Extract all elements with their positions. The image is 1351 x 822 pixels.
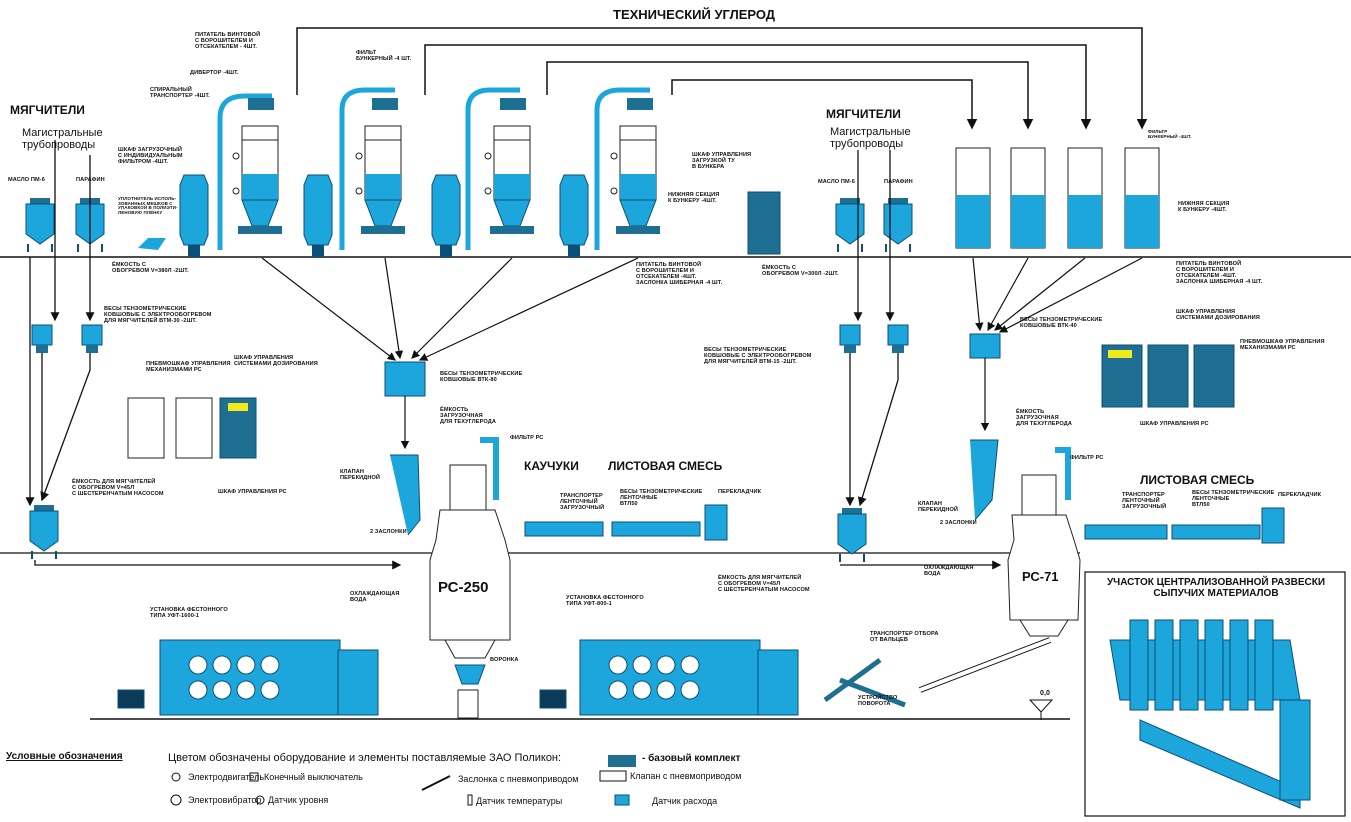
rs-cabinet-label-right: ШКАФ УПРАВЛЕНИЯ РС	[1140, 421, 1209, 427]
softeners-heading-left: МЯГЧИТЕЛИ	[10, 103, 85, 117]
pipelines-label-left: Магистральные трубопроводы	[22, 127, 103, 151]
festoon-label-right: УСТАНОВКА ФЕСТОННОГО ТИПА УФТ-800-1	[566, 595, 644, 607]
legend-temp-sensor: Датчик температуры	[476, 796, 563, 806]
pneumo-cabinet-label-left: ПНЕВМОШКАФ УПРАВЛЕНИЯ МЕХАНИЗМАМИ РС	[146, 361, 231, 373]
softeners-heading-right: МЯГЧИТЕЛИ	[826, 107, 901, 121]
legend-gate: Заслонка с пневмоприводом	[458, 774, 579, 784]
legend-vibrator: Электровибратор	[188, 795, 262, 805]
valve-label-left: КЛАПАН ПЕРЕКИДНОЙ	[340, 469, 381, 481]
mixer-rs71-label: РС-71	[1022, 569, 1059, 584]
softener-scales-label-right: ВЕСЫ ТЕНЗОМЕТРИЧЕСКИЕ КОВШОВЫЕ С ЭЛЕКТРО…	[704, 347, 812, 365]
legend-heading: Цветом обозначены оборудование и элемент…	[168, 752, 562, 764]
legend-level-sensor: Датчик уровня	[268, 795, 329, 805]
lower-section-label-right: НИЖНЯЯ СЕКЦИЯ К БУНКЕРУ -4шт.	[1178, 201, 1230, 213]
compactor-label: УПЛОТНИТЕЛЬ ИСПОЛЬ- ЗОВАННЫХ МЕШКОВ С УП…	[118, 196, 178, 216]
paraffin-label-left: ПАРАФИН	[76, 177, 105, 183]
btk80-scales-label: ВЕСЫ ТЕНЗОМЕТРИЧЕСКИЕ КОВШОВЫЕ ВТК-80	[440, 371, 523, 383]
rubbers-heading: КАУЧУКИ	[524, 459, 579, 473]
two-gates-label-left: 2 ЗАСЛОНКИ	[370, 529, 407, 535]
carbon-tank-label-right: ЁМКОСТЬ ЗАГРУЗОЧНАЯ ДЛЯ ТЕХУГЛЕРОДА	[1016, 409, 1072, 427]
inset-title: УЧАСТОК ЦЕНТРАЛИЗОВАННОЙ РАЗВЕСКИ СЫПУЧИ…	[1106, 577, 1326, 599]
sheet-mix-heading-right: ЛИСТОВАЯ СМЕСЬ	[1140, 473, 1255, 487]
oil-label-left: МАСЛО ПМ-6	[8, 177, 45, 183]
pump-tank-label-left: ЁМКОСТЬ ДЛЯ МЯГЧИТЕЛЕЙ С ОБОГРЕВОМ V=45л…	[72, 479, 164, 497]
bunker-filter-label-right: ФИЛЬТР БУНКЕРНЫЙ -4шт.	[1148, 129, 1192, 139]
cooling-label-left: ОХЛАЖДАЮЩАЯ ВОДА	[350, 591, 400, 603]
filter-rs-label-left: ФИЛЬТР РС	[510, 435, 544, 441]
belt-scales-label-right: ВЕСЫ ТЕНЗОМЕТРИЧЕСКИЕ ЛЕНТОЧНЫЕ ВТЛ50	[1192, 490, 1275, 508]
pump-tank-label-right: ЁМКОСТЬ ДЛЯ МЯГЧИТЕЛЕЙ С ОБОГРЕВОМ V=45л…	[718, 575, 810, 593]
shifter-label-left: ПЕРЕКЛАДЧИК	[718, 489, 762, 495]
loading-cabinet-label: ШКАФ ЗАГРУЗОЧНЫЙ С ИНДИВИДУАЛЬНЫМ ФИЛЬТР…	[118, 147, 183, 165]
legend-motor: Электродвигатель	[188, 772, 265, 782]
rs-cabinet-label-left: ШКАФ УПРАВЛЕНИЯ РС	[218, 489, 287, 495]
conveyor-label-right: ТРАНСПОРТЕР ЛЕНТОЧНЫЙ ЗАГРУЗОЧНЫЙ	[1122, 492, 1167, 510]
legend-title: Условные обозначения	[6, 751, 123, 762]
oil-label-right: МАСЛО ПМ-6	[818, 179, 855, 185]
sheet-mix-heading-left: ЛИСТОВАЯ СМЕСЬ	[608, 459, 723, 473]
btk40-scales-label: ВЕСЫ ТЕНЗОМЕТРИЧЕСКИЕ КОВШОВЫЕ ВТК-40	[1020, 317, 1103, 329]
legend-limit-switch: Конечный выключатель	[264, 772, 363, 782]
conveyor-label-left: ТРАНСПОРТЕР ЛЕНТОЧНЫЙ ЗАГРУЗОЧНЫЙ	[560, 493, 605, 511]
mixer-rs250-label: РС-250	[438, 579, 489, 596]
valve-label-right: КЛАПАН ПЕРЕКИДНОЙ	[918, 501, 959, 513]
pipelines-label-right: Магистральные трубопроводы	[830, 126, 911, 150]
legend-valve: Клапан с пневмоприводом	[630, 771, 742, 781]
turn-device-label: УСТРОЙСТВО ПОВОРОТА	[858, 695, 898, 707]
legend-base-kit: - базовый комплект	[642, 753, 741, 764]
heated-tank-label-left: ЁМКОСТЬ С ОБОГРЕВОМ V=380л -2шт.	[112, 262, 189, 274]
tu-cabinet-label: ШКАФ УПРАВЛЕНИЯ ЗАГРУЗКОЙ ТУ В БУНКЕРА	[692, 152, 752, 170]
legend-flow-sensor: Датчик расхода	[652, 796, 718, 806]
belt-scales-label-left: ВЕСЫ ТЕНЗОМЕТРИЧЕСКИЕ ЛЕНТОЧНЫЕ ВТЛ50	[620, 489, 703, 507]
filter-rs-label-right: ФИЛЬТР РС	[1070, 455, 1104, 461]
page-title: ТЕХНИЧЕСКИЙ УГЛЕРОД	[613, 7, 776, 22]
level-mark-label: 0,0	[1040, 690, 1051, 697]
cooling-label-right: ОХЛАЖДАЮЩАЯ ВОДА	[924, 565, 974, 577]
bunker-filter-label-left: ФИЛЬТ БУНКЕРНЫЙ -4 шт.	[356, 50, 412, 62]
carbon-tank-label-left: ЁМКОСТЬ ЗАГРУЗОЧНАЯ ДЛЯ ТЕХУГЛЕРОДА	[440, 407, 496, 425]
funnel-label: ВОРОНКА	[490, 657, 519, 663]
lower-section-label-left: НИЖНЯЯ СЕКЦИЯ К БУНКЕРУ -4шт.	[668, 192, 720, 204]
two-gates-label-right: 2 ЗАСЛОНКИ	[940, 520, 977, 526]
shifter-label-right: ПЕРЕКЛАДЧИК	[1278, 492, 1322, 498]
roll-conveyor-label: ТРАНСПОРТЕР ОТБОРА ОТ ВАЛЬЦЕВ	[870, 631, 939, 643]
paraffin-label-right: ПАРАФИН	[884, 179, 913, 185]
screw-feeder-label: ПИТАТЕЛЬ ВИНТОВОЙ С ВОРОШИТЕЛЕМ И ОТСЕКА…	[195, 32, 261, 50]
feeder-gate-label-right: ПИТАТЕЛЬ ВИНТОВОЙ С ВОРОШИТЕЛЕМ И ОТСЕКА…	[1176, 261, 1263, 285]
festoon-label-left: УСТАНОВКА ФЕСТОННОГО ТИПА УФТ-1600-1	[150, 607, 228, 619]
heated-tank-label-right: ЁМКОСТЬ С ОБОГРЕВОМ V=300л -2шт.	[762, 265, 839, 277]
pneumo-cabinet-label-right: ПНЕВМОШКАФ УПРАВЛЕНИЯ МЕХАНИЗМАМИ РС	[1240, 339, 1325, 351]
dosing-cabinet-label-left: ШКАФ УПРАВЛЕНИЯ СИСТЕМАМИ ДОЗИРОВАНИЯ	[234, 355, 318, 367]
diverter-label: ДИВЕРТОР -4шт.	[190, 70, 239, 76]
spiral-conveyor-label: СПИРАЛЬНЫЙ ТРАНСПОРТЕР -4шт.	[150, 87, 210, 99]
softener-scales-label-left: ВЕСЫ ТЕНЗОМЕТРИЧЕСКИЕ КОВШОВЫЕ С ЭЛЕКТРО…	[104, 306, 212, 324]
dosing-cabinet-label-right: ШКАФ УПРАВЛЕНИЯ СИСТЕМАМИ ДОЗИРОВАНИЯ	[1176, 309, 1260, 321]
feeder-gate-label-left: ПИТАТЕЛЬ ВИНТОВОЙ С ВОРОШИТЕЛЕМ И ОТСЕКА…	[636, 262, 723, 286]
